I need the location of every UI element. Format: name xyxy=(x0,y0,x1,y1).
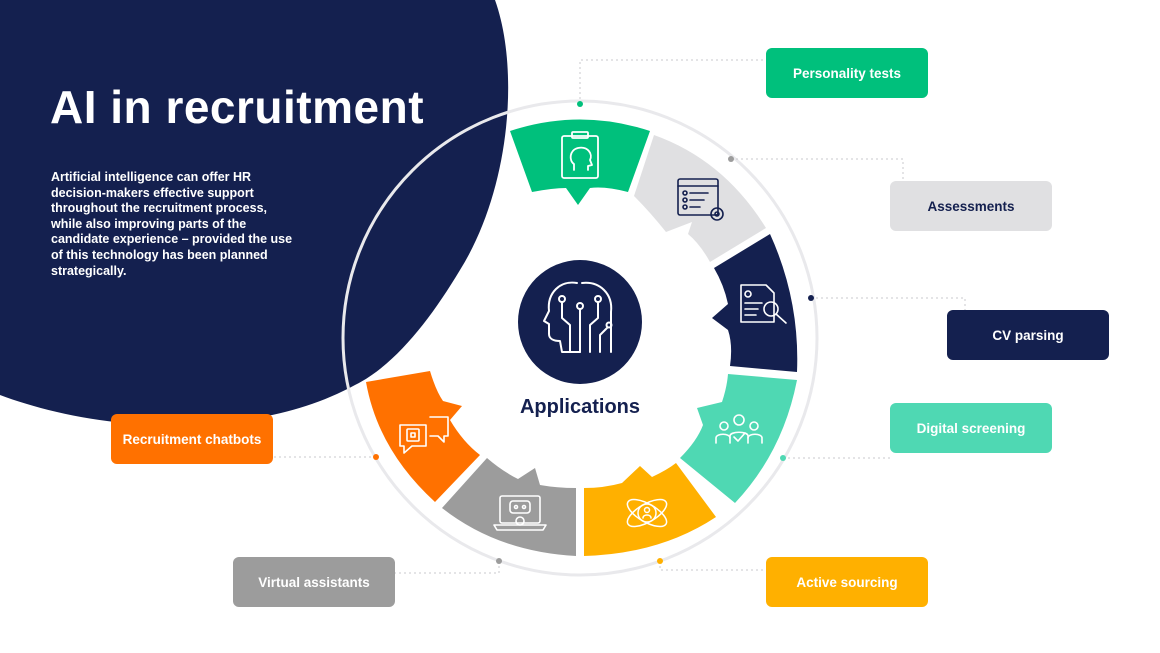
brain-circuit-icon xyxy=(543,281,613,353)
center-label: Applications xyxy=(519,396,640,418)
segment-assessments xyxy=(634,135,766,262)
segment-virtual-assistants xyxy=(442,458,576,556)
label-recruitment-chatbots: Recruitment chatbots xyxy=(111,414,273,464)
label-assessments: Assessments xyxy=(890,181,1052,231)
page-title: AI in recruitment xyxy=(50,81,425,133)
label-personality-tests: Personality tests xyxy=(766,48,928,98)
connector-dots xyxy=(373,101,814,564)
label-cv-parsing: CV parsing xyxy=(947,310,1109,360)
clipboard-head-icon xyxy=(561,131,599,179)
label-virtual-assistants: Virtual assistants xyxy=(233,557,395,607)
person-orbit-icon xyxy=(626,498,668,528)
label-digital-screening: Digital screening xyxy=(890,403,1052,453)
segment-digital-screening xyxy=(680,374,797,503)
navy-background-shape xyxy=(0,0,509,425)
segment-personality-tests xyxy=(510,119,650,205)
label-active-sourcing: Active sourcing xyxy=(766,557,928,607)
segment-recruitment-chatbots xyxy=(366,371,480,502)
connector-lines xyxy=(273,59,966,574)
page-description: Artificial intelligence can offer HR dec… xyxy=(51,170,293,278)
robot-laptop-icon xyxy=(493,495,547,531)
people-check-icon xyxy=(715,414,763,444)
browser-checklist-gear-icon xyxy=(677,178,724,221)
cv-magnifier-icon xyxy=(740,284,787,324)
chat-chip-icon xyxy=(399,416,449,454)
